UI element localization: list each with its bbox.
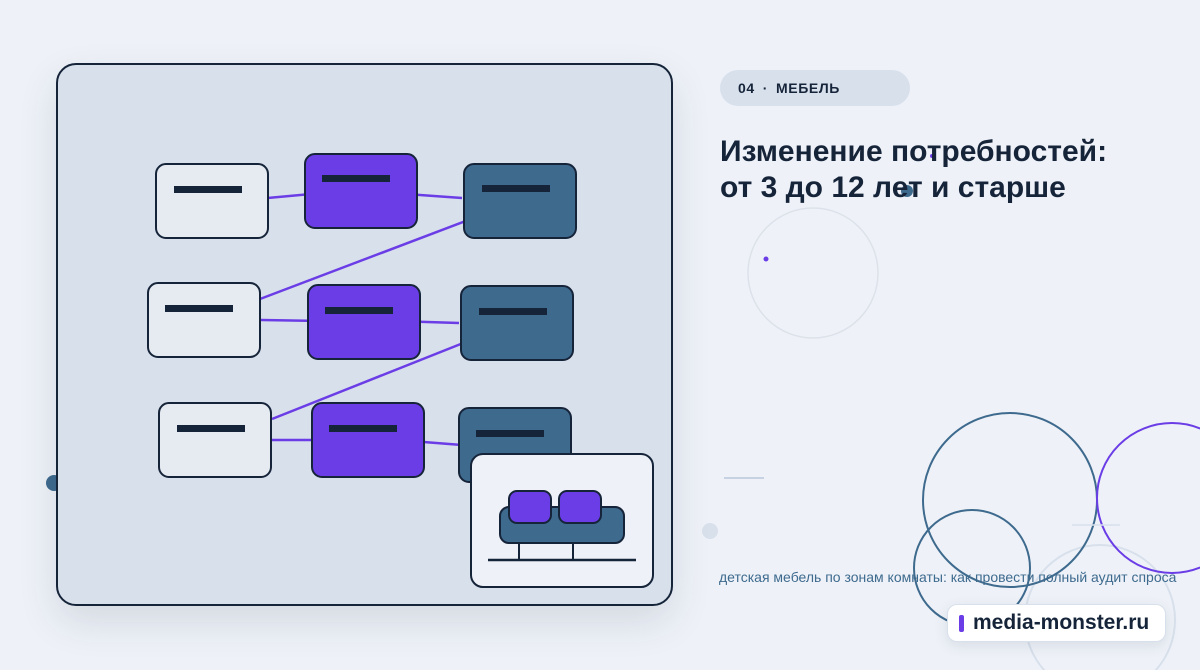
light-node — [147, 282, 261, 358]
violet-node — [307, 284, 421, 360]
tag-label: МЕБЕЛЬ — [776, 80, 840, 96]
brand-accent-bar — [959, 614, 964, 632]
tag-separator: · — [762, 80, 769, 96]
node-label-bar — [476, 430, 544, 437]
violet-ring-decoration — [1096, 422, 1200, 574]
tag-number: 04 — [738, 80, 755, 96]
violet-dot-decoration — [930, 154, 934, 158]
node-label-bar — [177, 425, 245, 432]
flow-row-1 — [155, 153, 577, 239]
steel-node — [463, 163, 577, 239]
light-node — [158, 402, 272, 478]
page-title: Изменение потребностей: от 3 до 12 лет и… — [720, 134, 1180, 206]
node-label-bar — [329, 425, 397, 432]
violet-dot-decoration — [763, 256, 769, 262]
sofa-icon — [488, 490, 636, 562]
title-line-2: от 3 до 12 лет и старше — [720, 171, 1066, 204]
grey-dot-decoration — [702, 523, 718, 539]
node-label-bar — [174, 186, 242, 193]
thin-ring-decoration — [747, 207, 879, 339]
node-label-bar — [165, 305, 233, 312]
node-label-bar — [325, 307, 393, 314]
sofa-inset — [470, 453, 654, 588]
violet-node — [311, 402, 425, 478]
category-tag: 04 · МЕБЕЛЬ — [720, 70, 910, 106]
flow-diagram — [147, 153, 654, 588]
steel-node — [460, 285, 574, 361]
node-label-bar — [322, 175, 390, 182]
illustration-card — [56, 63, 673, 606]
node-label-bar — [479, 308, 547, 315]
brand-badge: media-monster.ru — [947, 604, 1166, 642]
brand-name: media-monster.ru — [973, 611, 1150, 634]
subtitle-text: детская мебель по зонам комнаты: как про… — [719, 569, 1177, 585]
steel-ring-decoration — [922, 412, 1098, 588]
flow-row-2 — [147, 282, 574, 361]
navy-dot-decoration — [901, 185, 913, 197]
violet-node — [304, 153, 418, 229]
node-label-bar — [482, 185, 550, 192]
light-node — [155, 163, 269, 239]
title-line-1: Изменение потребностей: — [720, 135, 1108, 168]
